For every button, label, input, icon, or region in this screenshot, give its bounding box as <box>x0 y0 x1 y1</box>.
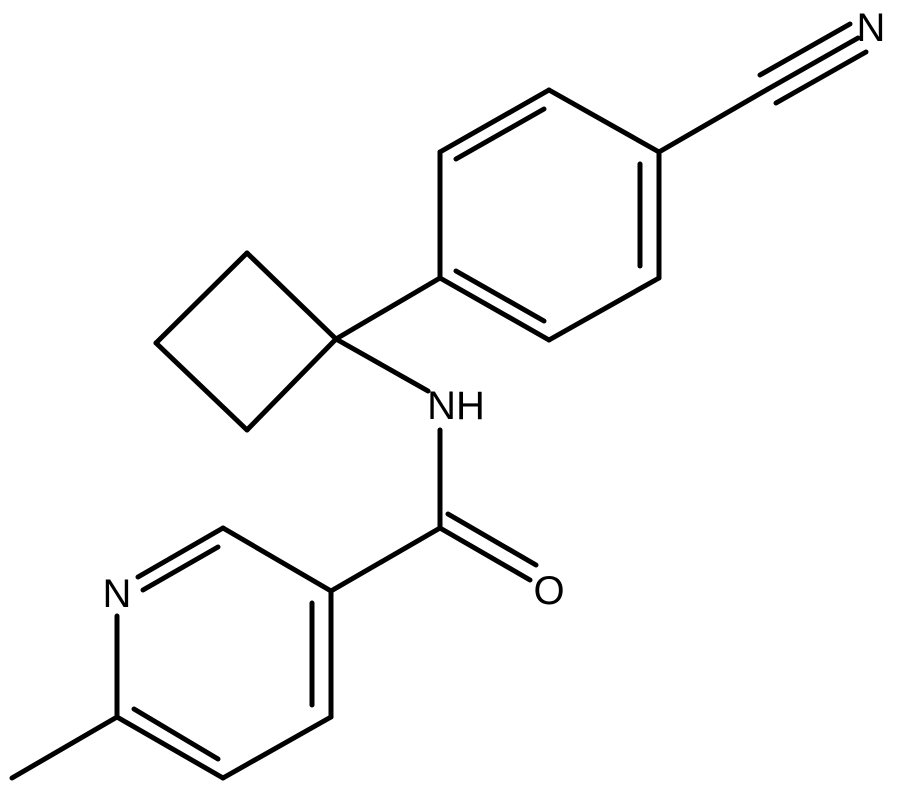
bond-methyl <box>9 714 120 781</box>
bond-carbonyl-pyridine <box>328 525 443 594</box>
bond-benzene-4 <box>437 275 552 343</box>
bond-cyclobutane-1 <box>244 250 339 342</box>
bond-aryl-nitrile-carbon <box>656 86 771 155</box>
bond-cyclobutyl-nh <box>333 336 431 394</box>
bond-benzene-double-a <box>453 106 547 162</box>
bond-aryl-cyclobutyl <box>333 275 443 342</box>
bond-benzene-1 <box>546 87 662 155</box>
bond-pyridine-double-b <box>131 706 221 762</box>
amide-group <box>328 336 539 594</box>
bond-pyridine-4 <box>114 714 226 781</box>
bond-triple-center <box>765 35 861 92</box>
bond-pyridine-2 <box>135 525 226 580</box>
bond-carbonyl-o-inner <box>445 511 539 568</box>
amide-nh-label: NH <box>427 384 485 428</box>
bond-cyclobutane-4 <box>244 336 339 433</box>
bond-benzene-5 <box>546 275 662 343</box>
bond-pyridine-double-a <box>140 544 221 593</box>
cyano-group <box>656 21 869 155</box>
bond-benzene-double-b <box>453 268 547 324</box>
cyclobutane-ring <box>153 250 443 433</box>
bond-triple-upper <box>757 21 853 78</box>
bond-pyridine-5 <box>220 714 334 781</box>
bond-pyridine-1 <box>220 525 334 594</box>
bond-cyclobutane-2 <box>153 250 250 346</box>
pyridine-ring <box>114 525 334 781</box>
nitrile-nitrogen-label: N <box>857 6 886 50</box>
benzene-ring <box>437 87 662 343</box>
bond-carbonyl-o-outer <box>437 525 533 583</box>
bond-cyclobutane-3 <box>153 340 250 433</box>
bond-benzene-2 <box>437 87 552 155</box>
bond-triple-lower <box>773 49 869 106</box>
carbonyl-oxygen-label: O <box>533 569 564 613</box>
pyridine-nitrogen-label: N <box>103 572 132 616</box>
